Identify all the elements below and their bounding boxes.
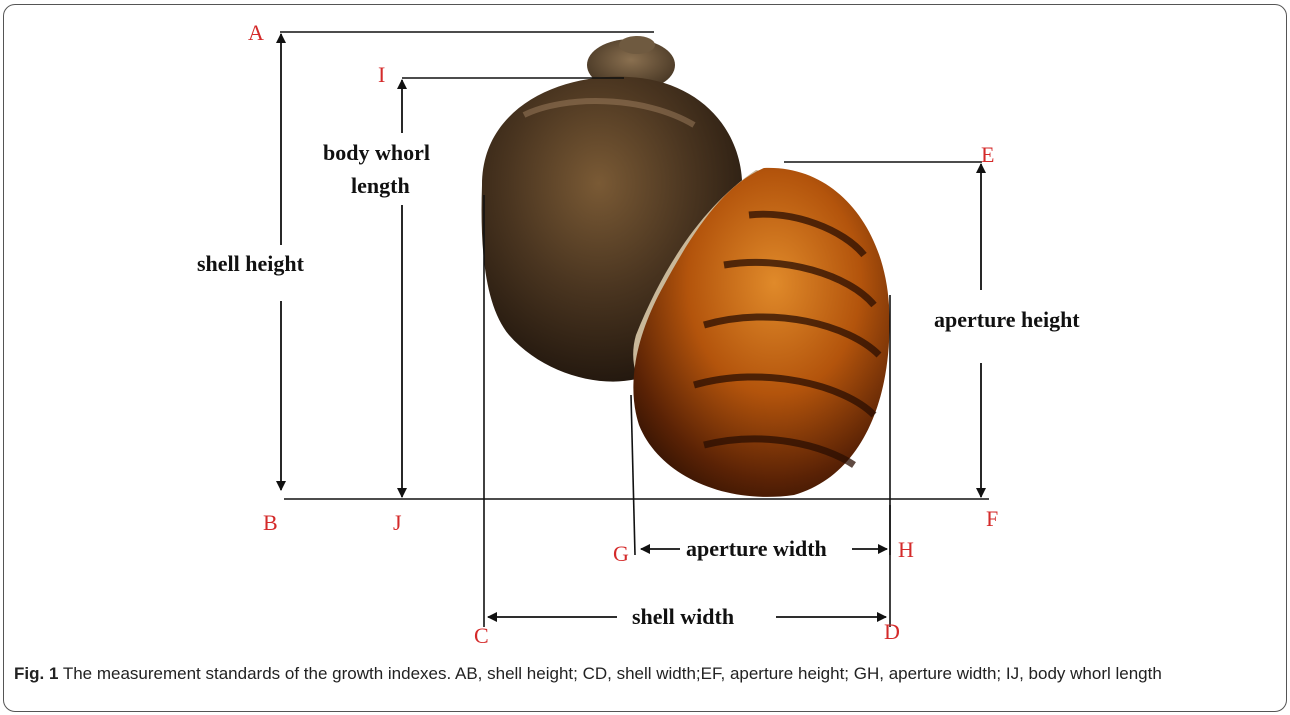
snail-measurement-diagram: A I E B J F G H C D shell height body wh… [4, 5, 1287, 655]
point-label-h: H [898, 537, 914, 562]
shell-spire-tip [619, 36, 655, 54]
point-label-b: B [263, 510, 278, 535]
figure-caption: Fig. 1 The measurement standards of the … [14, 662, 1280, 685]
point-label-f: F [986, 506, 998, 531]
label-body-whorl-line2: length [351, 173, 410, 198]
point-label-i: I [378, 62, 385, 87]
point-label-c: C [474, 623, 489, 648]
figure-frame: A I E B J F G H C D shell height body wh… [3, 4, 1287, 712]
point-label-a: A [248, 20, 264, 45]
point-label-d: D [884, 619, 900, 644]
figure-caption-text: The measurement standards of the growth … [63, 664, 1162, 683]
label-shell-width: shell width [632, 604, 734, 629]
label-aperture-width: aperture width [686, 536, 827, 561]
figure-number: Fig. 1 [14, 664, 58, 683]
point-label-e: E [981, 142, 994, 167]
label-shell-height: shell height [197, 251, 305, 276]
line-g [631, 395, 635, 555]
point-label-j: J [393, 510, 402, 535]
label-aperture-height: aperture height [934, 307, 1080, 332]
snail-shell [482, 36, 890, 497]
label-body-whorl-line1: body whorl [323, 140, 430, 165]
point-label-g: G [613, 541, 629, 566]
